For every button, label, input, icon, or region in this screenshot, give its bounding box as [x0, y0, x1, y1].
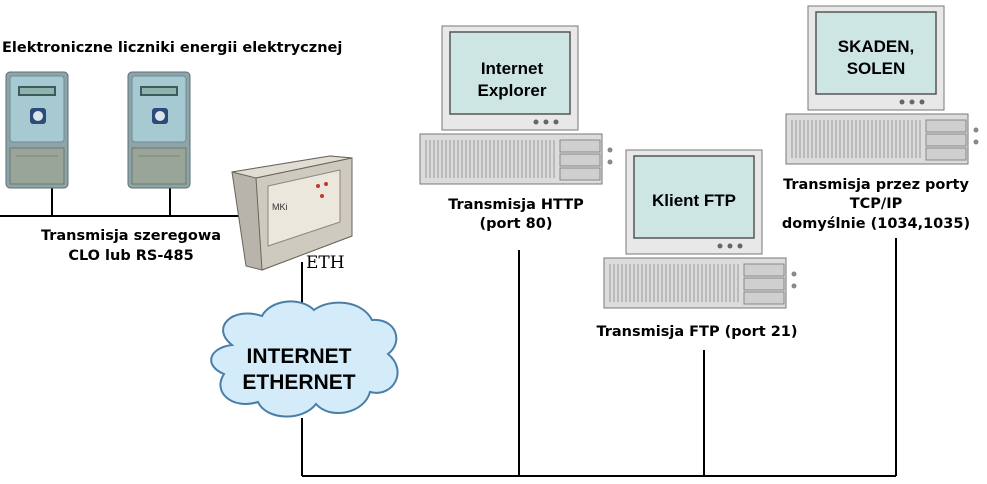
skaden-screen-line1: SKADEN, [838, 37, 915, 56]
energy-meter-1 [5, 71, 69, 189]
mki-device-logo: MKi [272, 202, 288, 212]
ftp-screen-label: Klient FTP [652, 191, 736, 210]
diagram-title: Elektroniczne liczniki energii elektrycz… [2, 40, 342, 56]
network-lines [0, 186, 897, 477]
browser-screen-line1: Internet [481, 59, 544, 78]
internet-cloud [210, 300, 399, 418]
serial-caption-line2: CLO lub RS-485 [68, 248, 193, 264]
serial-caption-line1: Transmisja szeregowa [41, 228, 221, 244]
tcp-caption-line2: TCP/IP [850, 196, 903, 212]
computer-skaden [785, 5, 980, 165]
http-caption-line2: (port 80) [480, 216, 553, 232]
mki-converter-device: MKi [231, 155, 353, 271]
http-caption-line1: Transmisja HTTP [448, 197, 584, 213]
computer-ftp-client [603, 149, 798, 309]
browser-screen-line2: Explorer [478, 81, 547, 100]
computer-browser [419, 25, 614, 185]
energy-meter-2 [127, 71, 191, 189]
ftp-caption: Transmisja FTP (port 21) [596, 324, 797, 340]
eth-port-label: ETH [306, 253, 345, 273]
tcp-caption-line1: Transmisja przez porty [783, 177, 969, 193]
cloud-label-line1: INTERNET [247, 345, 352, 368]
cloud-label-line2: ETHERNET [242, 371, 355, 394]
skaden-screen-line2: SOLEN [847, 59, 906, 78]
tcp-caption-line3: domyślnie (1034,1035) [782, 216, 970, 232]
